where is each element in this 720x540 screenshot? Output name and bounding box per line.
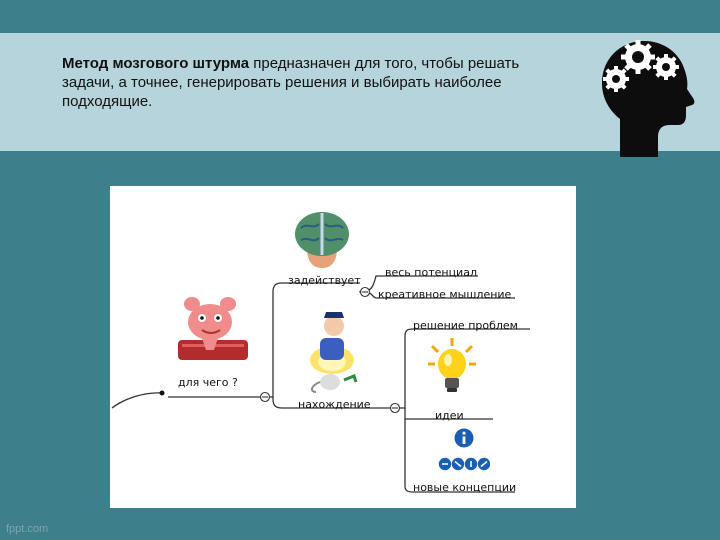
watermark: fppt.com — [6, 523, 49, 535]
problem-solving-label: решение проблем — [413, 319, 518, 332]
finding-label: нахождение — [298, 398, 371, 411]
mindmap-lines — [111, 275, 530, 493]
root-label: для чего ? — [178, 376, 238, 389]
brain-head-icon — [295, 212, 349, 268]
head-gears-icon — [602, 40, 695, 157]
ideas-label: идеи — [435, 409, 464, 422]
info-icon — [454, 428, 474, 448]
uses-label: задействует — [288, 274, 361, 287]
mindmap-card: для чего ? задействует весь потенциал кр… — [110, 186, 576, 508]
potential-label: весь потенциал — [385, 266, 477, 279]
concepts-label: новые концепции — [413, 481, 517, 494]
intro-bold: Метод мозгового штурма — [62, 55, 250, 72]
intro-rest: предназначен для того, чтобы решать зада… — [62, 55, 520, 110]
resource-icons-row — [438, 457, 490, 471]
cartoon-inventor-character-icon — [310, 312, 358, 393]
lightbulb-icon — [428, 338, 476, 392]
intro-text: Метод мозгового штурма предназначен для … — [62, 54, 562, 111]
header-banner — [0, 33, 720, 151]
creative-label: креативное мышление — [378, 288, 512, 301]
cartoon-book-character-icon — [178, 297, 248, 360]
